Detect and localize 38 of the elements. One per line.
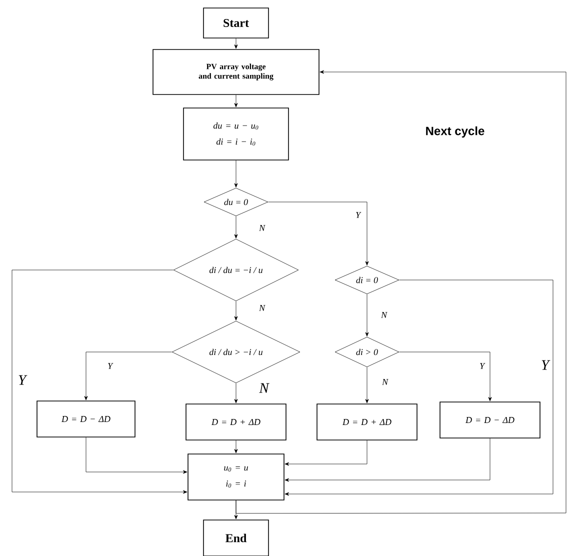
arrow — [234, 160, 238, 188]
edge-label: Y — [478, 362, 486, 370]
arrow — [284, 440, 368, 466]
arrow — [234, 38, 238, 49]
arrow — [399, 352, 492, 402]
process-box: u$_{0}$ = u i$_{0}$ = i — [188, 454, 284, 500]
arrow — [234, 216, 238, 238]
arrow — [12, 270, 188, 494]
process-box: D = D + ΔD — [316, 404, 418, 440]
edge-label: Next cycle — [424, 125, 486, 139]
terminal-box: Start — [203, 8, 269, 38]
arrow — [236, 70, 566, 514]
process-box: D = D − ΔD — [36, 400, 136, 438]
edge-label: N — [381, 378, 389, 386]
arrow — [86, 437, 188, 474]
edge-label: N — [380, 311, 388, 319]
arrow — [234, 440, 238, 454]
process-box: du = u − u$_{0}$ di = i − i$_{0}$ — [183, 108, 289, 160]
arrow — [284, 280, 554, 496]
arrow — [234, 382, 238, 404]
process-box: D = D + ΔD — [186, 404, 286, 440]
edge-label: Y — [354, 211, 362, 219]
edge-label: Y — [106, 362, 114, 370]
arrow — [284, 438, 490, 482]
edge-label: Y — [17, 374, 28, 386]
arrow — [268, 202, 369, 266]
arrow — [234, 94, 238, 108]
edge-label: N — [258, 224, 266, 232]
edge-label: Y — [540, 359, 550, 371]
arrow — [234, 301, 238, 320]
edge-label: N — [258, 304, 266, 312]
edge-label: N — [258, 382, 270, 394]
terminal-box: End — [203, 520, 269, 556]
arrow — [365, 294, 369, 336]
arrow — [84, 352, 172, 400]
arrow — [365, 367, 369, 404]
process-box: PV array voltage and current sampling — [152, 49, 320, 95]
process-box: D = D − ΔD — [440, 402, 540, 438]
